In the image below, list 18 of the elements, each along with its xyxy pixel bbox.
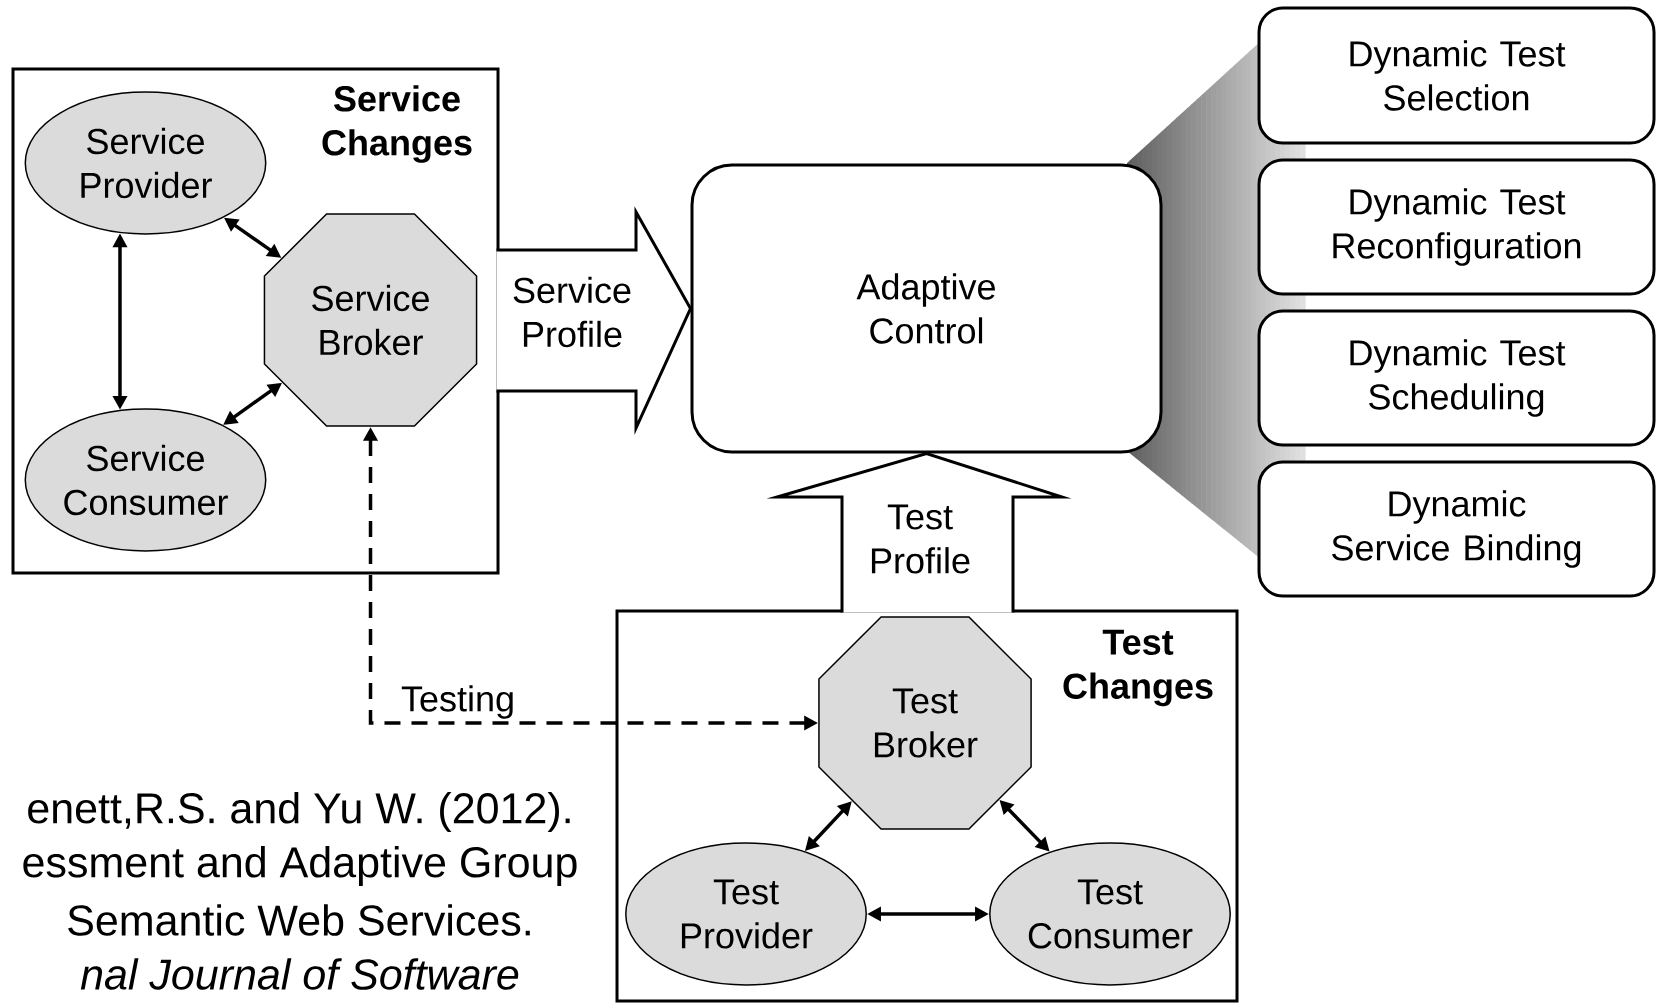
edge-label: Testing xyxy=(398,683,518,721)
octagon-node: Service Broker xyxy=(263,213,478,427)
function-box: Dynamic Test Scheduling xyxy=(1257,309,1656,447)
control-box: Adaptive Control xyxy=(690,163,1163,454)
ellipse-node: Test Provider xyxy=(625,842,867,986)
citation-text: essment and Adaptive Group xyxy=(23,845,577,887)
function-box: Dynamic Test Selection xyxy=(1257,6,1656,145)
function-box: Dynamic Test Reconfiguration xyxy=(1257,158,1656,296)
ellipse-node: Service Provider xyxy=(24,91,267,235)
citation-text: Semantic Web Services. xyxy=(68,904,530,936)
ellipse-node: Test Consumer xyxy=(989,842,1231,986)
edge-label: Test Profile xyxy=(853,502,987,576)
citation-text: enett,R.S. and Yu W. (2012). xyxy=(28,792,570,833)
edge-label: Service Profile xyxy=(500,274,644,350)
citation-text: nal Journal of Software xyxy=(80,958,519,990)
function-box: Dynamic Service Binding xyxy=(1257,460,1656,598)
ellipse-node: Service Consumer xyxy=(24,408,267,552)
octagon-node: Test Broker xyxy=(818,616,1032,830)
